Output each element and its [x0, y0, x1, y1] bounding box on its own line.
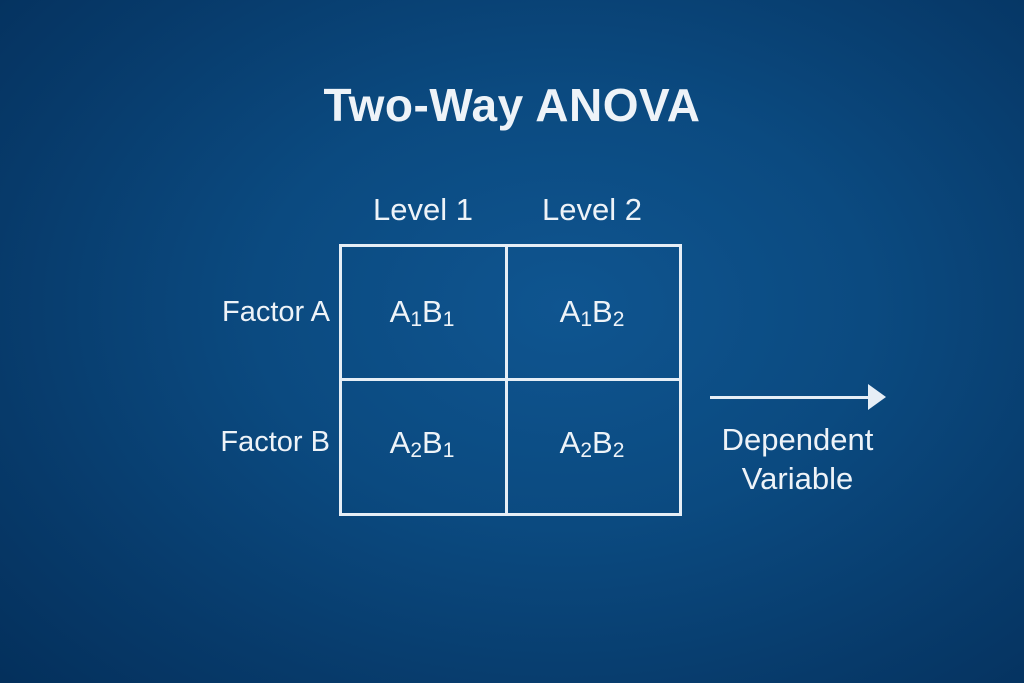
- row-label-factor-b: Factor B: [220, 426, 330, 458]
- cell-a2b1: A2B1: [389, 425, 455, 462]
- row-label-factor-a: Factor A: [222, 296, 330, 328]
- column-label-level-1: Level 1: [373, 192, 473, 227]
- dependent-variable-label: Dependent Variable: [721, 422, 874, 496]
- arrow-shaft: [710, 396, 872, 399]
- arrow-head: [868, 384, 886, 410]
- diagram-title: Two-Way ANOVA: [323, 79, 701, 131]
- column-label-level-2: Level 2: [542, 192, 642, 227]
- grid-horizontal-divider: [339, 378, 682, 381]
- cell-a1b1: A1B1: [389, 294, 455, 331]
- cell-a1b2: A1B2: [559, 294, 625, 331]
- cell-a2b2: A2B2: [559, 425, 625, 462]
